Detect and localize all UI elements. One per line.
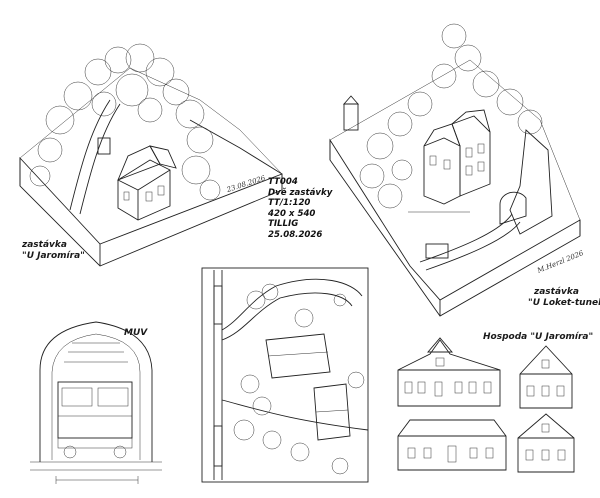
label-line: zastávka: [534, 287, 579, 297]
diorama-left: [19, 43, 283, 267]
label-zastavka-u-jaromira: zastávka "U Jaromíra": [22, 240, 85, 262]
info-name: Dvě zastávky: [268, 187, 333, 198]
label-muv: MUV: [124, 328, 148, 338]
label-line: "U Jaromíra": [22, 251, 85, 261]
muv-drawing: [30, 321, 162, 484]
hospoda-drawings: [397, 337, 575, 473]
info-code: TT004: [268, 177, 298, 187]
info-scale: TT/1:120: [268, 198, 311, 209]
info-maker: TILLIG: [268, 219, 299, 230]
info-size: 420 x 540: [268, 208, 316, 219]
diorama-right: [329, 23, 581, 317]
label-zastavka-u-loket-tunel: zastávka "U Loket-tunel": [528, 287, 600, 309]
info-date: 25.08.2026: [268, 229, 323, 240]
label-line: "U Loket-tunel": [528, 298, 600, 308]
label-hospoda: Hospoda "U Jaromíra": [483, 332, 594, 342]
label-line: zastávka: [22, 240, 67, 250]
track-plan: [201, 267, 369, 483]
info-block: TT004 Dvě zastávky TT/1:120 420 x 540 TI…: [268, 177, 332, 241]
